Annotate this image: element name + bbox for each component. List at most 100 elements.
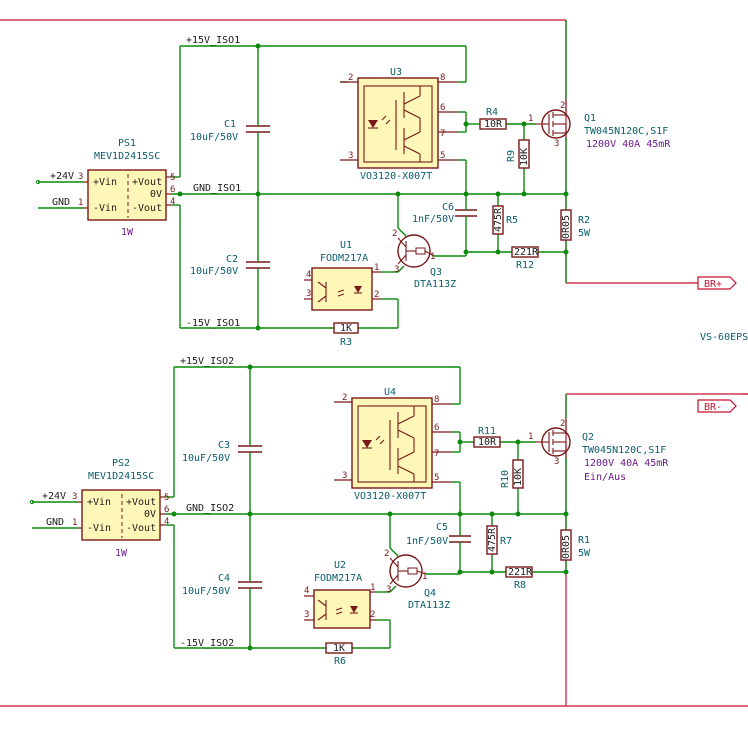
r11-ref: R11	[478, 426, 496, 437]
q1-value: TW045N120C,S1F	[584, 126, 668, 137]
q2-spec: 1200V 40A 45mR	[584, 458, 669, 469]
q2-ref: Q2	[582, 432, 594, 443]
r3-resistor[interactable]: 1K R3	[333, 322, 359, 348]
u2-value: FODM217A	[314, 573, 362, 584]
q3-value: DTA113Z	[414, 279, 456, 290]
u1-pinnum-4: 4	[306, 270, 311, 280]
c2-value: 10uF/50V	[190, 266, 238, 277]
upper-junctions	[177, 43, 569, 331]
ps2-dcdc-converter[interactable]: +Vin -Vin +Vout 0V -Vout 3 1 5 6 4 PS2 M…	[72, 458, 169, 559]
ps1-pin-vin-m: -Vin	[93, 203, 117, 214]
u1-optocoupler[interactable]: 4 3 1 2 U1 FODM217A	[304, 240, 382, 311]
r2-value: 0R05	[561, 215, 572, 239]
ps2-power: 1W	[115, 548, 128, 559]
br-minus-label[interactable]: BR-	[697, 399, 737, 413]
ps2-value: MEV1D2415SC	[88, 471, 154, 482]
c4-value: 10uF/50V	[182, 586, 230, 597]
r5-resistor[interactable]: 475R R5	[492, 205, 518, 235]
c5-capacitor[interactable]: C5 1nF/50V	[406, 522, 471, 548]
ps1-pinnum-1: 1	[78, 198, 83, 208]
c1-capacitor[interactable]: C1 10uF/50V	[190, 119, 270, 143]
q1-mosfet[interactable]: 1 2 3 Q1 TW045N120C,S1F 1200V 40A 45mR	[528, 98, 671, 150]
u1-ref: U1	[340, 240, 352, 251]
net-label-p15-iso1: +15V_ISO1	[186, 35, 240, 46]
r8-resistor[interactable]: 221R R8	[505, 566, 533, 591]
br-plus-label[interactable]: BR+	[697, 276, 737, 290]
c3-capacitor[interactable]: C3 10uF/50V	[182, 440, 262, 464]
u2-ref: U2	[334, 560, 346, 571]
r12-value: 221R	[514, 247, 539, 258]
r12-resistor[interactable]: 221R R12	[511, 246, 539, 271]
ps2-pin-vout-p: +Vout	[126, 497, 156, 508]
c2-ref: C2	[226, 254, 238, 265]
r5-ref: R5	[506, 215, 518, 226]
c1-ref: C1	[224, 119, 236, 130]
ps2-pin-vout-m: -Vout	[126, 523, 156, 534]
u4-pinnum-6: 6	[434, 423, 439, 433]
r1-resistor[interactable]: 0R05 R1 5W	[560, 529, 591, 561]
c6-capacitor[interactable]: C6 1nF/50V	[412, 202, 477, 225]
r11-resistor[interactable]: 10R R11	[473, 426, 501, 448]
c6-value: 1nF/50V	[412, 214, 454, 225]
u3-ref: U3	[390, 67, 402, 78]
u4-gate-driver[interactable]: 2 3 8 6 7 5 U4 VO3120-X007T	[334, 387, 452, 502]
u3-pinnum-3: 3	[348, 151, 353, 161]
q1-pinnum-2: 2	[560, 101, 565, 111]
r5-value: 475R	[493, 207, 504, 232]
q1-pinnum-3: 3	[554, 139, 559, 149]
r12-ref: R12	[516, 260, 534, 271]
lower-channel: +15V_ISO2 GND_ISO2 -15V_ISO2 +24V GND +V…	[29, 356, 737, 667]
net-label-m15-iso1: -15V_ISO1	[186, 318, 240, 329]
ps1-pinnum-4: 4	[170, 197, 175, 207]
q2-mosfet[interactable]: 1 2 3 Q2 TW045N120C,S1F 1200V 40A 45mR E…	[528, 418, 669, 483]
r9-value: 10K	[519, 148, 530, 166]
u2-pinnum-2: 2	[370, 610, 375, 620]
r9-resistor[interactable]: 10K R9	[506, 139, 530, 169]
u3-gate-driver[interactable]: 2 3 8 6 7 5 U3 VO3120-X007T	[340, 67, 458, 182]
r7-value: 475R	[487, 527, 498, 552]
c4-capacitor[interactable]: C4 10uF/50V	[182, 573, 262, 597]
q2-pinnum-3: 3	[554, 457, 559, 467]
ps1-power: 1W	[121, 227, 134, 238]
net-label-gnd-a: GND	[52, 197, 70, 208]
u3-pinnum-5: 5	[440, 151, 445, 161]
r6-resistor[interactable]: 1K R6	[325, 642, 353, 667]
r2-power: 5W	[578, 228, 591, 239]
net-label-gnd-b: GND	[46, 517, 64, 528]
q3-transistor[interactable]: 2 1 3 Q3 DTA113Z	[392, 229, 456, 290]
r1-ref: R1	[578, 535, 590, 546]
u2-pinnum-3: 3	[304, 610, 309, 620]
r3-ref: R3	[340, 337, 352, 348]
r6-ref: R6	[334, 656, 346, 667]
c2-capacitor[interactable]: C2 10uF/50V	[190, 254, 270, 277]
r10-resistor[interactable]: 10K R10	[500, 459, 524, 489]
u2-pinnum-4: 4	[304, 586, 309, 596]
u2-optocoupler[interactable]: 4 3 1 2 U2 FODM217A	[304, 560, 376, 629]
r7-resistor[interactable]: 475R R7	[486, 525, 512, 555]
vs-label: VS-60EPS	[700, 332, 748, 343]
q1-pinnum-1: 1	[528, 114, 533, 124]
ps1-dcdc-converter[interactable]: +Vin -Vin +Vout 0V -Vout 3 1 5 6 4 PS1 M…	[78, 138, 175, 238]
net-label-24v-a: +24V	[50, 171, 74, 182]
ps2-pin-vin-p: +Vin	[87, 497, 111, 508]
ps1-pinnum-6: 6	[170, 185, 175, 195]
r4-value: 10R	[484, 119, 503, 130]
r1-value: 0R05	[561, 535, 572, 559]
u3-pinnum-2: 2	[348, 73, 353, 83]
ps2-pin-ov: 0V	[144, 509, 156, 520]
q4-pinnum-3: 3	[386, 585, 391, 595]
q4-ref: Q4	[424, 588, 436, 599]
c3-value: 10uF/50V	[182, 453, 230, 464]
ps1-pin-ov: 0V	[150, 189, 162, 200]
q4-transistor[interactable]: 2 1 3 Q4 DTA113Z	[384, 549, 450, 611]
q4-pinnum-2: 2	[384, 549, 389, 559]
r1-power: 5W	[578, 548, 591, 559]
r2-resistor[interactable]: 0R05 R2 5W	[560, 209, 591, 241]
ps2-pin-vin-m: -Vin	[87, 523, 111, 534]
r8-value: 221R	[508, 567, 533, 578]
ps1-pin-vout-p: +Vout	[132, 177, 162, 188]
u4-pinnum-3: 3	[342, 471, 347, 481]
u3-pinnum-6: 6	[440, 103, 445, 113]
r4-resistor[interactable]: 10R R4	[479, 107, 507, 130]
